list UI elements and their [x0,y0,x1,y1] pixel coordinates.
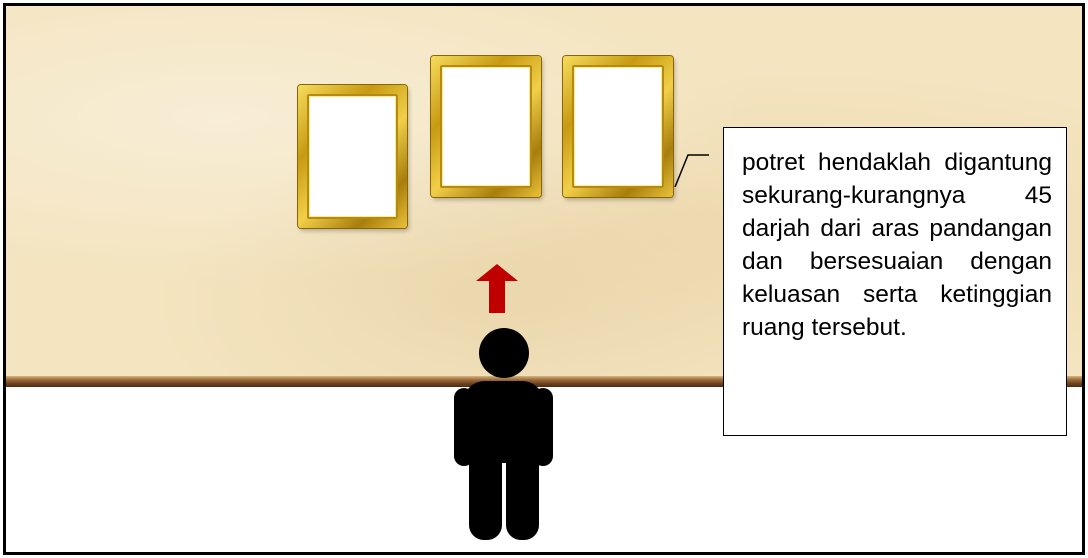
baseboard [6,376,1082,387]
arrow-up-icon [476,264,518,313]
person-icon [454,328,553,540]
callout-pointer [674,154,709,188]
callout-box: potret hendaklah digantung sekurang-kura… [723,127,1067,436]
callout-text: potret hendaklah digantung sekurang-kura… [742,149,1052,341]
frame-canvas-3 [572,65,664,188]
picture-frame-2 [431,56,541,197]
picture-frame-3 [563,56,673,197]
frame-canvas-2 [440,65,532,188]
frame-canvas-1 [307,94,398,219]
picture-frame-1 [298,85,407,228]
